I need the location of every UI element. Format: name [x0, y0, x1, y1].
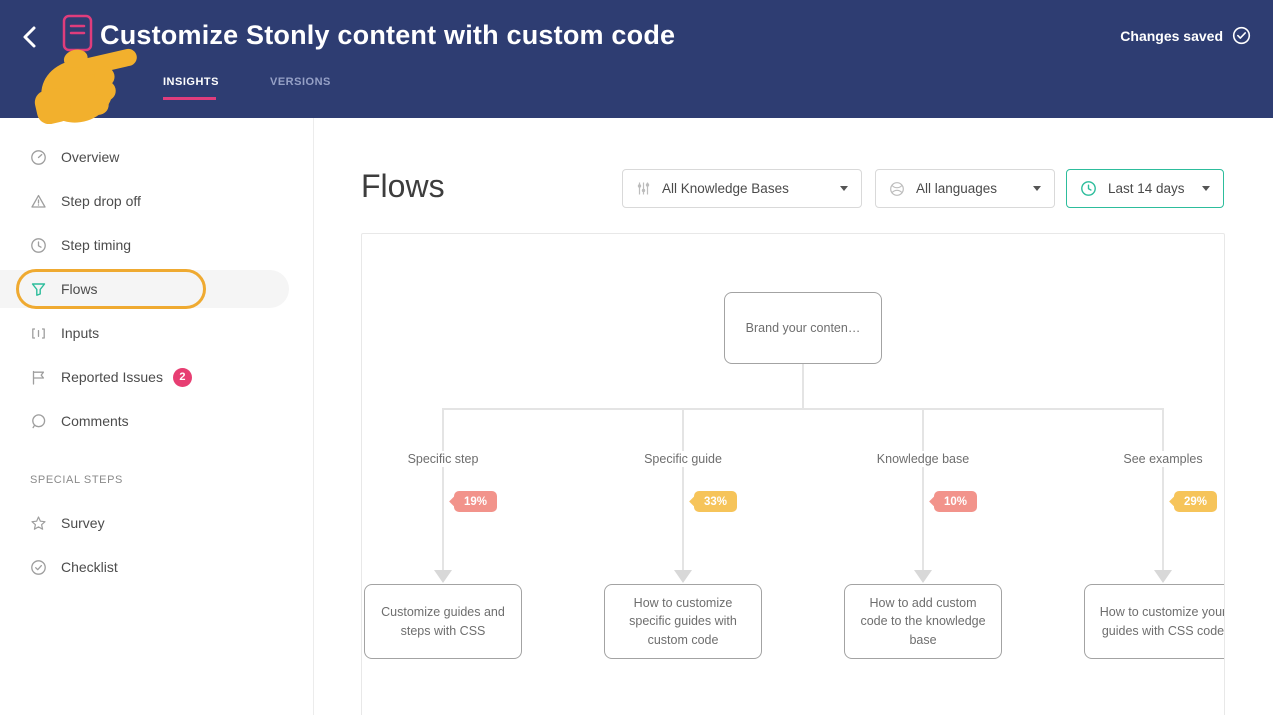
flow-target-node[interactable]: Customize guides and steps with CSS	[364, 584, 522, 659]
flow-target-node[interactable]: How to customize your guides with CSS co…	[1084, 584, 1224, 659]
chevron-down-icon	[1033, 186, 1041, 191]
tab-editor[interactable]: EDITOR	[48, 76, 93, 88]
branch-label: See examples	[1115, 451, 1211, 467]
filter-value: All Knowledge Bases	[662, 181, 789, 196]
changes-saved-status: Changes saved	[1120, 26, 1251, 45]
chevron-down-icon	[840, 186, 848, 191]
tab-insights[interactable]: INSIGHTS	[163, 76, 219, 88]
gauge-icon	[31, 149, 46, 165]
issues-count-badge: 2	[172, 367, 192, 387]
sidebar-item-checklist[interactable]: Checklist	[0, 545, 313, 589]
sidebar-item-label: Step drop off	[61, 193, 141, 209]
star-icon	[31, 515, 46, 530]
percent-badge: 33%	[689, 491, 738, 512]
guide-document-icon	[62, 14, 93, 52]
sidebar-item-step-timing[interactable]: Step timing	[0, 223, 313, 267]
connector-line	[1162, 408, 1164, 570]
sidebar-item-label: Reported Issues	[61, 369, 163, 385]
branch-label: Knowledge base	[868, 451, 978, 467]
clock-icon	[1081, 181, 1096, 196]
badge-value: 33%	[694, 491, 738, 512]
tab-versions[interactable]: VERSIONS	[270, 76, 331, 88]
sidebar-item-overview[interactable]: Overview	[0, 135, 313, 179]
chevron-down-icon	[1202, 186, 1210, 191]
language-filter-dropdown[interactable]: All languages	[875, 169, 1055, 208]
active-row-highlight	[0, 270, 289, 308]
sidebar-item-label: Inputs	[61, 325, 100, 341]
sidebar-item-label: Step timing	[61, 237, 132, 253]
flows-diagram-panel: Brand your conten… Specific step 19% Cus…	[361, 233, 1225, 715]
tutorial-highlight-oval	[16, 269, 206, 309]
connector-line	[682, 408, 684, 570]
sidebar-item-comments[interactable]: Comments	[0, 399, 313, 443]
warning-triangle-icon	[31, 194, 46, 208]
sidebar-item-label: Flows	[61, 281, 98, 297]
badge-value: 29%	[1174, 491, 1218, 512]
top-header: Customize Stonly content with custom cod…	[0, 0, 1273, 118]
arrow-down-icon	[1154, 570, 1172, 583]
sidebar-item-inputs[interactable]: Inputs	[0, 311, 313, 355]
badge-value: 19%	[454, 491, 498, 512]
date-range-filter-dropdown[interactable]: Last 14 days	[1066, 169, 1224, 208]
flows-heading: Flows	[361, 168, 445, 204]
flow-target-node[interactable]: How to add custom code to the knowledge …	[844, 584, 1002, 659]
knowledge-base-filter-dropdown[interactable]: All Knowledge Bases	[622, 169, 862, 208]
sidebar-item-survey[interactable]: Survey	[0, 501, 313, 545]
branch-label: Specific guide	[636, 451, 730, 467]
flow-root-node[interactable]: Brand your conten…	[724, 292, 882, 364]
special-steps-section-label: SPECIAL STEPS	[30, 474, 123, 486]
insights-sidebar: Overview Step drop off Step timing Flow	[0, 118, 314, 715]
active-tab-underline	[163, 97, 216, 100]
sidebar-item-step-drop-off[interactable]: Step drop off	[0, 179, 313, 223]
sidebar-item-label: Overview	[61, 149, 120, 165]
sidebar-item-reported-issues[interactable]: Reported Issues 2	[0, 355, 313, 399]
globe-icon	[890, 181, 904, 196]
connector-line	[442, 408, 444, 570]
changes-saved-label: Changes saved	[1120, 27, 1223, 44]
sidebar-item-label: Survey	[61, 515, 105, 531]
comment-bubble-icon	[32, 413, 46, 428]
input-field-icon	[32, 327, 45, 339]
flag-icon	[32, 370, 45, 385]
main-content: Flows All Knowledge Bases All languages	[314, 118, 1273, 715]
connector-line	[443, 408, 1163, 410]
percent-badge: 29%	[1169, 491, 1218, 512]
check-circle-icon	[31, 559, 46, 575]
connector-line	[922, 408, 924, 570]
sidebar-item-flows[interactable]: Flows	[0, 267, 313, 311]
sliders-icon	[637, 182, 650, 195]
sidebar-item-label: Checklist	[61, 559, 118, 575]
sidebar-item-label: Comments	[61, 413, 129, 429]
back-arrow-icon[interactable]	[20, 24, 42, 50]
arrow-down-icon	[434, 570, 452, 583]
connector-line	[802, 364, 804, 408]
check-circle-icon	[1232, 26, 1251, 45]
percent-badge: 19%	[449, 491, 498, 512]
filter-value: All languages	[916, 181, 998, 196]
page-title: Customize Stonly content with custom cod…	[100, 20, 676, 50]
arrow-down-icon	[914, 570, 932, 583]
filter-value: Last 14 days	[1108, 181, 1185, 196]
arrow-down-icon	[674, 570, 692, 583]
flow-target-node[interactable]: How to customize specific guides with cu…	[604, 584, 762, 659]
percent-badge: 10%	[929, 491, 978, 512]
branch-label: Specific step	[399, 451, 487, 467]
clock-icon	[31, 237, 46, 253]
badge-value: 10%	[934, 491, 978, 512]
